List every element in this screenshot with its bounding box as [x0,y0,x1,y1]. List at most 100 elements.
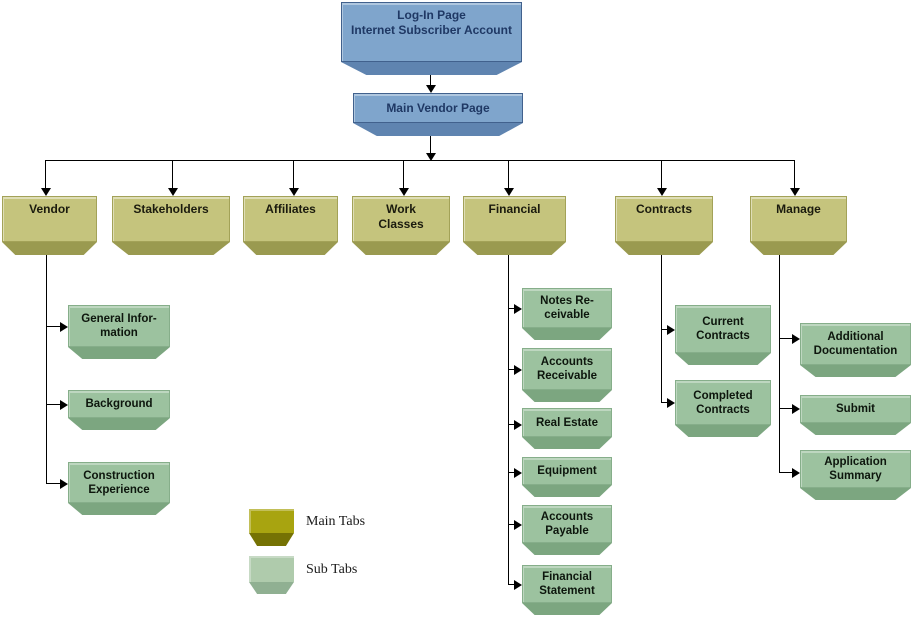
connector-line [45,160,795,161]
node-bevel [522,485,612,497]
legend-sub-tabs-label: Sub Tabs [306,562,358,577]
node-bevel [2,242,97,255]
sub-tab-general-information: General Infor- mation [68,305,170,359]
arrowhead-right-icon [514,365,522,375]
node-bevel [112,242,230,255]
node-bevel [353,123,523,136]
legend-main-tabs-label: Main Tabs [306,514,366,529]
sub-tab-label: Notes Re- ceivable [540,295,594,321]
connector-line [794,161,795,188]
node-bevel [800,423,911,435]
sub-tab-label: Current Contracts [696,316,750,342]
arrowhead-right-icon [514,580,522,590]
connector-line [661,161,662,188]
main-tab-label: Financial [488,202,541,216]
sub-tab-submit: Submit [800,395,911,435]
node-bevel [522,328,612,340]
connector-line [45,161,46,188]
sub-tab-label: Equipment [537,465,597,477]
sub-tab-equipment: Equipment [522,457,612,497]
node-bevel [750,242,847,255]
connector-line [46,483,60,484]
connector-line [430,75,431,86]
sub-tab-label: Application Summary [824,456,887,482]
sub-tab-label: Real Estate [535,416,598,429]
main-tab-label: Contracts [635,202,692,216]
arrowhead-down-icon [426,85,436,93]
main-tab-affiliates: Affiliates [243,196,338,255]
connector-line [46,404,60,405]
node-body: Log-In Page Internet Subscriber Account [341,2,522,62]
connector-line [46,326,60,327]
sub-tab-label: Completed Contracts [693,389,753,416]
main-tab-label: Affiliates [265,202,316,216]
node-bevel [522,390,612,402]
main-tab-label: Vendor [29,202,70,216]
login-page-label: Log-In Page Internet Subscriber Account [351,8,512,37]
connector-line [508,308,515,309]
main-tab-stakeholders: Stakeholders [112,196,230,255]
node-body: Main Vendor Page [353,93,523,123]
node-bevel [522,543,612,555]
sub-tab-label: Accounts Payable [540,511,594,537]
main-tab-financial: Financial [463,196,566,255]
arrowhead-right-icon [514,468,522,478]
connector-line [508,255,509,585]
arrowhead-right-icon [667,398,675,408]
node-bevel [243,242,338,255]
sub-tab-background: Background [68,390,170,430]
connector-line [508,584,515,585]
sub-tab-accounts-receivable: Accounts Receivable [522,348,612,402]
sub-tab-real-estate: Real Estate [522,408,612,449]
legend-main-tabs-swatch [249,509,294,546]
node-bevel [800,488,911,500]
node-bevel [463,242,566,255]
connector-line [661,329,668,330]
arrowhead-right-icon [60,322,68,332]
main-tab-vendor: Vendor [2,196,97,255]
sub-tab-label: Background [85,398,153,410]
arrowhead-down-icon [289,188,299,196]
arrowhead-down-icon [41,188,51,196]
arrowhead-right-icon [514,304,522,314]
arrowhead-right-icon [667,325,675,335]
main-vendor-page-label: Main Vendor Page [386,100,490,115]
sub-tab-label: Accounts Receivable [536,356,598,382]
sub-tab-current-contracts: Current Contracts [675,305,771,365]
connector-line [779,255,780,473]
main-tab-contracts: Contracts [615,196,713,255]
sub-tab-additional-documentation: Additional Documentation [800,323,911,377]
arrowhead-right-icon [60,400,68,410]
main-tab-label: Work Classes [378,202,424,231]
connector-line [661,402,668,403]
connector-line [779,472,793,473]
node-bevel [615,242,713,255]
connector-line [508,369,515,370]
main-tab-label: Stakeholders [133,202,209,216]
node-bevel [352,242,450,255]
arrowhead-right-icon [514,520,522,530]
sub-tab-label: Construction Experience [83,469,155,496]
node-bevel [675,353,771,365]
node-login-page: Log-In Page Internet Subscriber Account [341,2,522,75]
connector-line [172,161,173,188]
arrowhead-down-icon [399,188,409,196]
arrowhead-right-icon [60,479,68,489]
arrowhead-down-icon [657,188,667,196]
connector-line [508,424,515,425]
arrowhead-right-icon [792,334,800,344]
connector-line [430,136,431,153]
node-bevel [522,437,612,449]
connector-line [508,161,509,188]
arrowhead-down-icon [168,188,178,196]
connector-line [508,472,515,473]
arrowhead-right-icon [792,468,800,478]
main-tab-manage: Manage [750,196,847,255]
connector-line [779,338,793,339]
legend-sub-tabs-swatch [249,556,294,594]
node-bevel [522,603,612,615]
node-bevel [68,503,170,515]
connector-line [403,161,404,188]
sub-tab-financial-statement: Financial Statement [522,565,612,615]
arrowhead-right-icon [514,420,522,430]
